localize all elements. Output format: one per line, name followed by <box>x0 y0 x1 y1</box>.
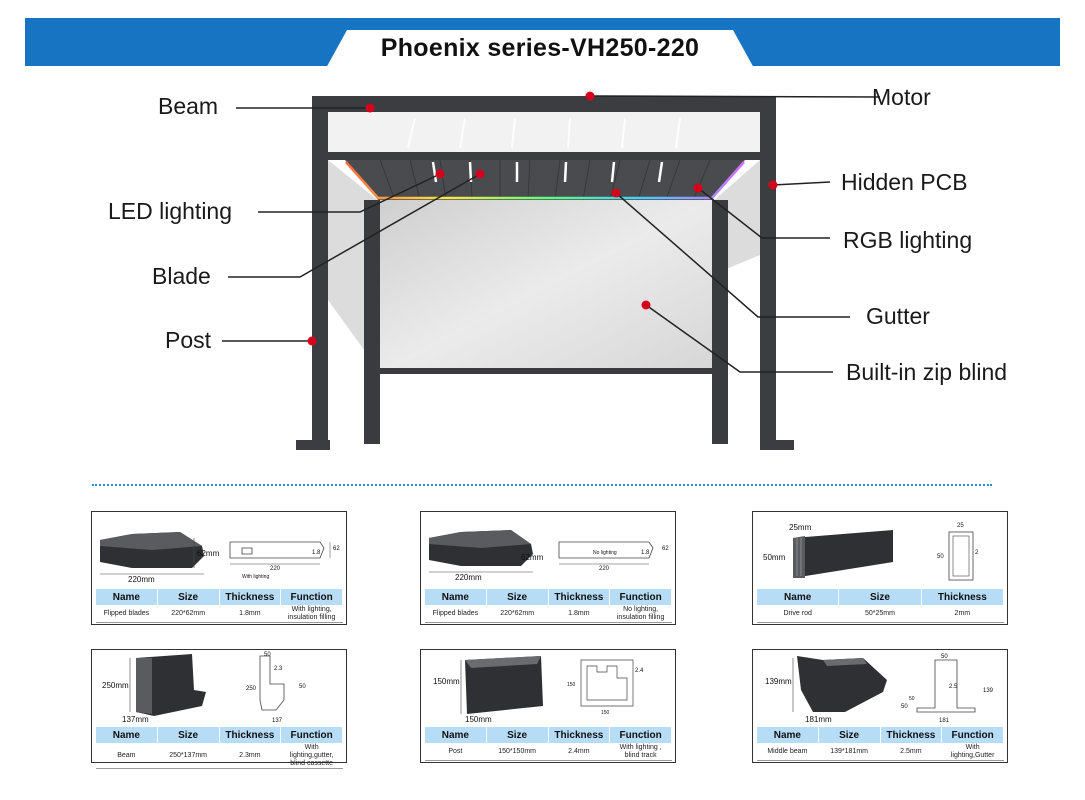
svg-text:139mm: 139mm <box>765 677 792 686</box>
dim-height: 62mm <box>197 549 220 558</box>
section-divider <box>92 484 992 486</box>
svg-text:220: 220 <box>599 566 610 572</box>
svg-text:62mm: 62mm <box>521 553 544 562</box>
beam-marker <box>365 103 375 113</box>
title-tab <box>325 30 755 70</box>
motor-marker <box>585 91 595 101</box>
svg-text:150: 150 <box>567 682 576 688</box>
roof-blades <box>345 160 745 200</box>
svg-text:181: 181 <box>939 718 950 724</box>
gutter-bar <box>328 152 760 160</box>
svg-text:181mm: 181mm <box>805 715 832 724</box>
roof-top-panel <box>328 112 760 152</box>
svg-text:62: 62 <box>333 546 340 552</box>
callout-blade: Blade <box>152 263 211 289</box>
callout-pcb: Hidden PCB <box>841 169 968 195</box>
svg-text:50: 50 <box>264 652 271 658</box>
rgb-marker <box>693 183 703 193</box>
drawing-note: With lighting <box>242 574 269 580</box>
svg-text:139: 139 <box>983 688 994 694</box>
svg-text:250: 250 <box>246 686 257 692</box>
svg-text:2.3: 2.3 <box>274 666 283 672</box>
pcb-marker <box>768 180 778 190</box>
dim-width: 220mm <box>128 575 155 584</box>
front-left-post <box>312 96 328 448</box>
svg-text:220mm: 220mm <box>455 573 482 582</box>
svg-text:220: 220 <box>270 566 281 572</box>
svg-text:50: 50 <box>299 684 306 690</box>
svg-text:62: 62 <box>662 546 669 552</box>
zip-blind-screen <box>380 200 712 372</box>
profile-drawing: 25mm 50mm 25 50 2 <box>763 523 979 581</box>
profile-drawing: 220mm 62mm 220 62 1.8 No lighting <box>429 530 669 582</box>
svg-text:No lighting: No lighting <box>593 550 617 556</box>
led-marker <box>435 169 445 179</box>
svg-text:25: 25 <box>957 523 964 529</box>
svg-text:150mm: 150mm <box>433 677 460 686</box>
callout-gutter: Gutter <box>866 303 930 329</box>
pergola-illustration <box>222 91 881 450</box>
callout-motor: Motor <box>872 84 931 110</box>
svg-text:50: 50 <box>909 696 915 702</box>
page-title: Phoenix series-VH250-220 <box>380 34 700 62</box>
profile-drawing: 250mm 137mm 50 2.3 250 50 137 <box>102 652 306 724</box>
svg-text:50: 50 <box>901 704 908 710</box>
callout-blind: Built-in zip blind <box>846 359 1008 385</box>
svg-text:137: 137 <box>272 718 283 724</box>
blade-marker <box>475 169 485 179</box>
svg-text:2.4: 2.4 <box>635 668 644 674</box>
svg-text:50: 50 <box>941 654 948 660</box>
blind-bottom-rail <box>380 368 712 374</box>
svg-text:50: 50 <box>937 554 944 560</box>
svg-text:250mm: 250mm <box>102 681 129 690</box>
callout-rgb: RGB lighting <box>843 227 973 253</box>
profile-drawing: 220mm 62mm 220 62 1.8 With lighting <box>100 532 340 584</box>
svg-text:137mm: 137mm <box>122 715 149 724</box>
front-beam <box>312 96 776 112</box>
svg-text:1.8: 1.8 <box>312 550 321 556</box>
svg-text:1.8: 1.8 <box>641 550 650 556</box>
profile-drawing: 150mm 150mm 2.4 150 150 <box>433 656 644 724</box>
gutter-marker <box>611 188 621 198</box>
svg-text:150: 150 <box>601 710 610 716</box>
post-marker <box>307 336 317 346</box>
profile-drawing: 139mm 181mm 50 2.5 139 50 50 181 <box>765 654 994 724</box>
callout-led: LED lighting <box>108 198 233 224</box>
callout-beam: Beam <box>158 93 219 119</box>
svg-text:150mm: 150mm <box>465 715 492 724</box>
svg-text:50mm: 50mm <box>763 553 786 562</box>
callout-post: Post <box>165 327 212 353</box>
svg-text:2: 2 <box>975 550 979 556</box>
blind-marker <box>641 300 651 310</box>
svg-text:25mm: 25mm <box>789 523 812 532</box>
svg-text:2.5: 2.5 <box>949 684 958 690</box>
profile-card-flipped-blades-lighting: 220mm 62mm 220 62 1.8 With lighting Name… <box>91 511 347 625</box>
